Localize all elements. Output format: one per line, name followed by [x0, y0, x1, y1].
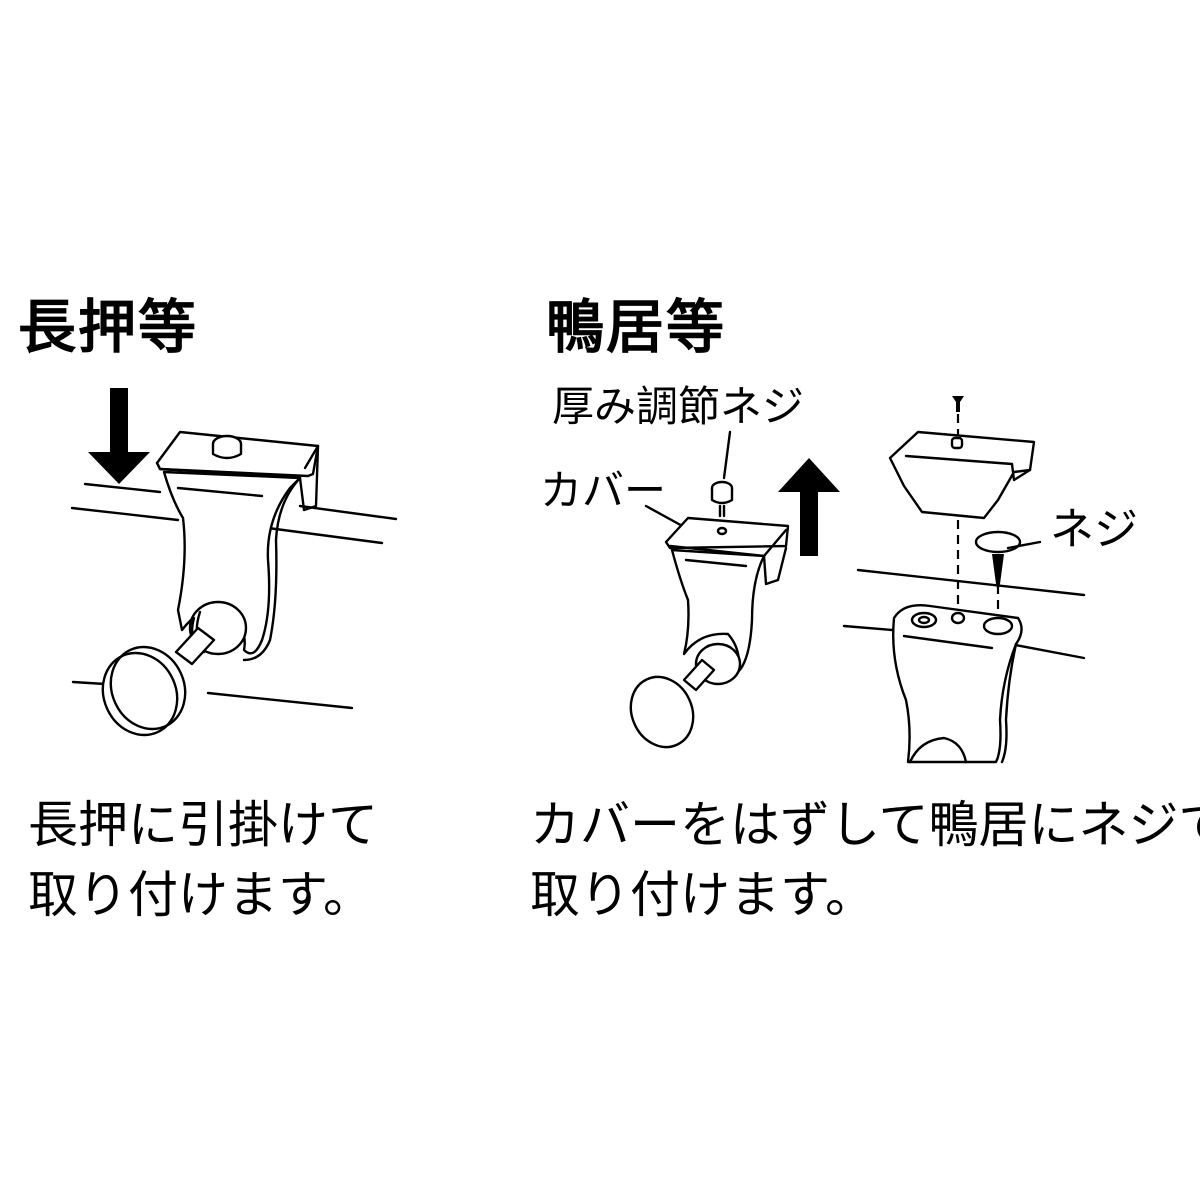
- left-caption: 長押に引掛けて 取り付けます。: [28, 790, 378, 930]
- right-caption-line-2: 取り付けます。: [530, 866, 875, 924]
- left-bracket-illustration: [72, 388, 396, 747]
- right-caption: カバーをはずして鴨居にネジで 取り付けます。: [530, 790, 1200, 930]
- up-arrow-icon: [778, 458, 840, 556]
- left-caption-line-2: 取り付けます。: [28, 866, 373, 924]
- right-caption-line-1: カバーをはずして鴨居にネジで: [530, 796, 1200, 854]
- right-exploded-mounting: [844, 396, 1084, 762]
- down-arrow-icon: [88, 388, 150, 484]
- left-heading: 長押等: [18, 293, 199, 361]
- cover-label: カバー: [540, 466, 667, 515]
- thickness-screw-label: 厚み調節ネジ: [552, 382, 805, 431]
- left-caption-line-1: 長押に引掛けて: [28, 796, 378, 854]
- screw-label: ネジ: [1050, 504, 1138, 555]
- right-heading: 鴨居等: [546, 293, 727, 361]
